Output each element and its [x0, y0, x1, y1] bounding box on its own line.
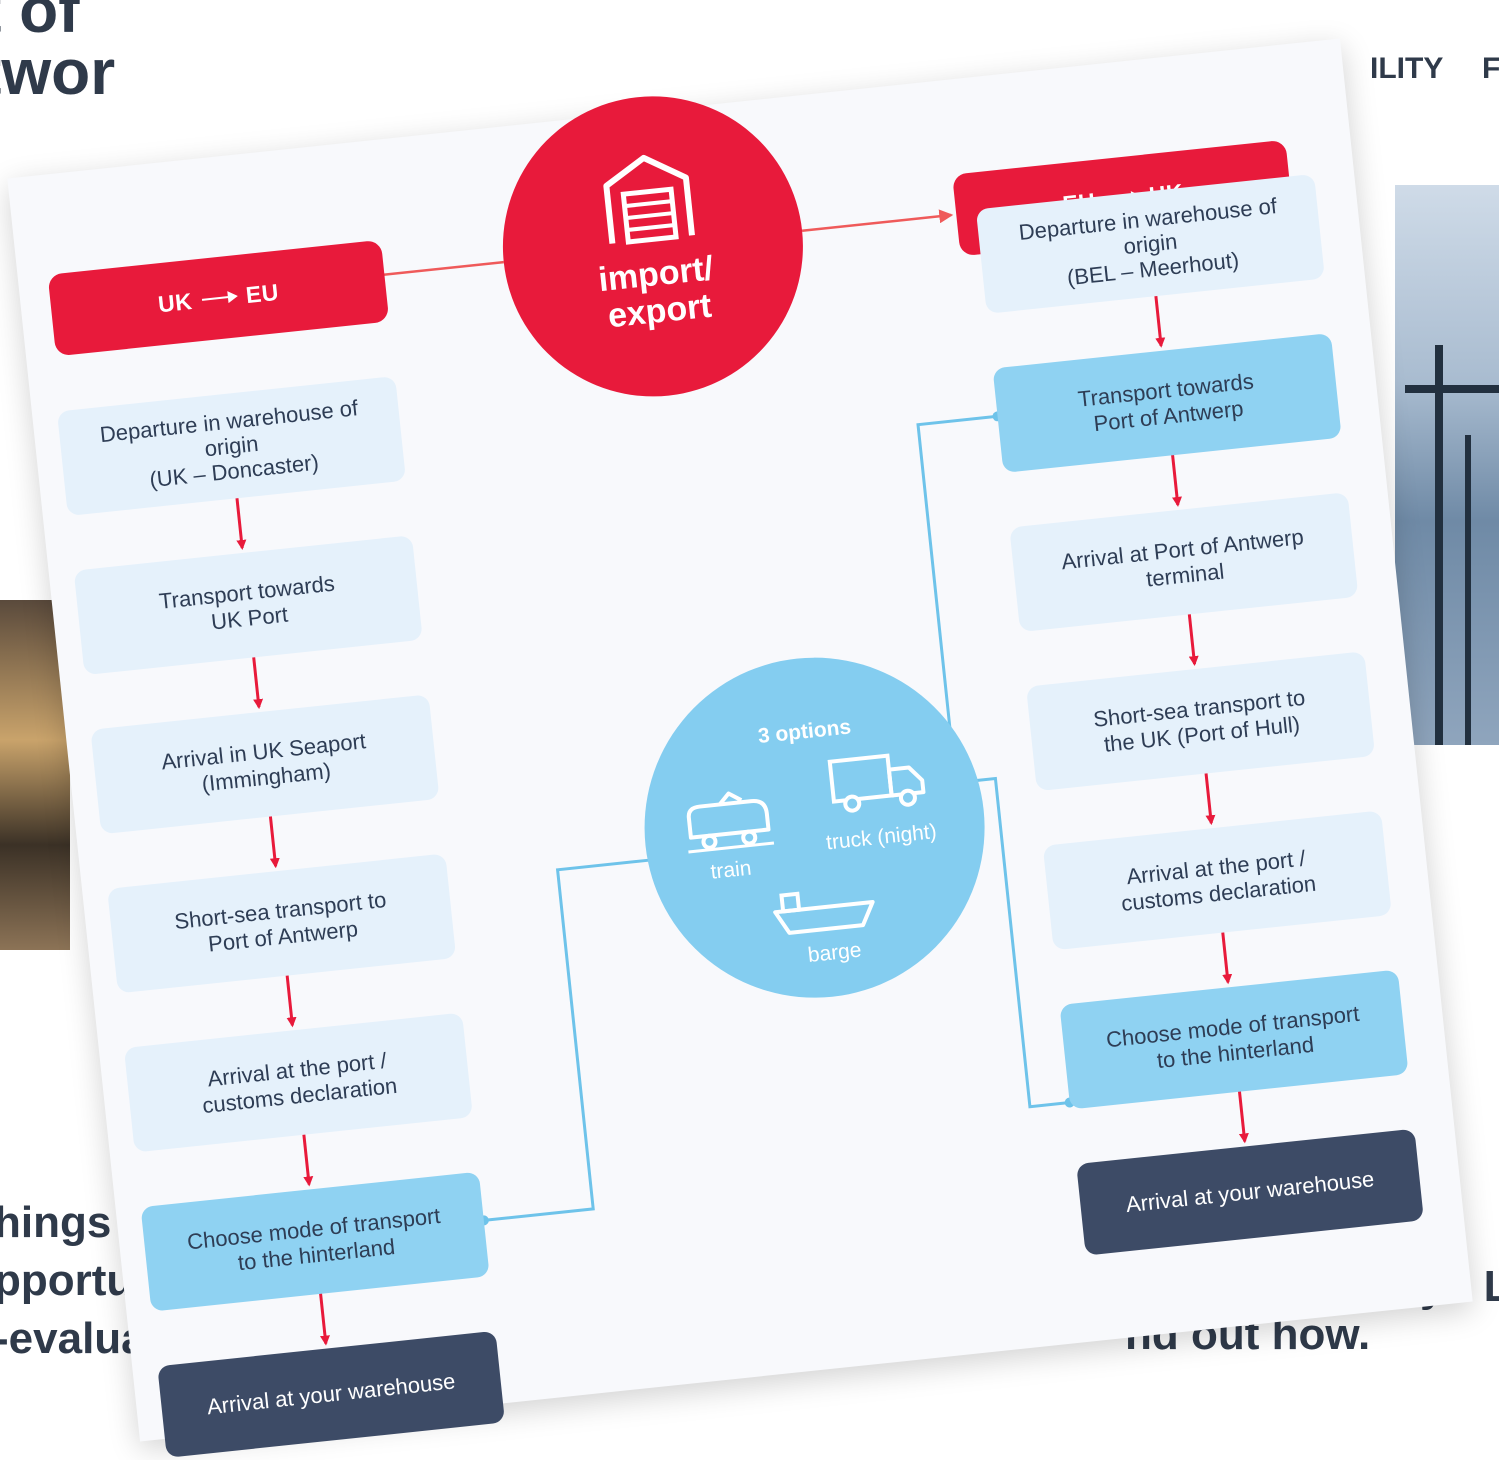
body-text-line2: pportu [0, 1256, 134, 1305]
left-step-arrow [285, 973, 297, 1028]
left-step-arrow [235, 496, 247, 550]
right-mode-connector [970, 776, 1070, 1109]
import-export-hub: import/ export [488, 81, 818, 412]
truck-icon [827, 753, 926, 813]
body-text-line3: -evalua [0, 1314, 146, 1363]
hub-label: import/ export [596, 249, 716, 336]
barge-icon [773, 891, 875, 935]
left-step-arrow [268, 814, 280, 869]
right-step-arrow [1221, 930, 1233, 985]
hub-to-eu-uk-arrow [801, 209, 954, 232]
right-step-arrow [1154, 293, 1166, 348]
left-step-arrow [318, 1291, 330, 1346]
train-icon [686, 791, 775, 854]
page-heading-line1: t of [0, 0, 80, 46]
warehouse-icon [603, 154, 695, 245]
right-step-arrow [1237, 1089, 1249, 1144]
option-barge-label: barge [806, 938, 863, 968]
option-train-label: train [709, 856, 753, 884]
flow-connectors [235, 209, 1249, 1346]
option-truck-label: truck (night) [825, 820, 938, 855]
nav-item-next[interactable]: F [1482, 52, 1499, 85]
nav-item-sustainability[interactable]: ILITY [1370, 52, 1444, 85]
right-step-arrow [1187, 612, 1199, 667]
page-heading-line2: twor [0, 36, 116, 108]
left-step-arrow [302, 1132, 314, 1187]
transport-options-circle: 3 options train truck (night) barge [627, 640, 1002, 1015]
left-step-arrow [251, 655, 264, 710]
right-step-arrow [1170, 453, 1182, 507]
left-mode-connector [483, 858, 651, 1222]
import-export-infographic: import/ export UK EU EU UK Departure in … [7, 38, 1473, 1458]
hero-photo-right [1395, 185, 1499, 745]
right-arrow-icon [202, 295, 237, 301]
right-step-arrow [1204, 771, 1216, 826]
